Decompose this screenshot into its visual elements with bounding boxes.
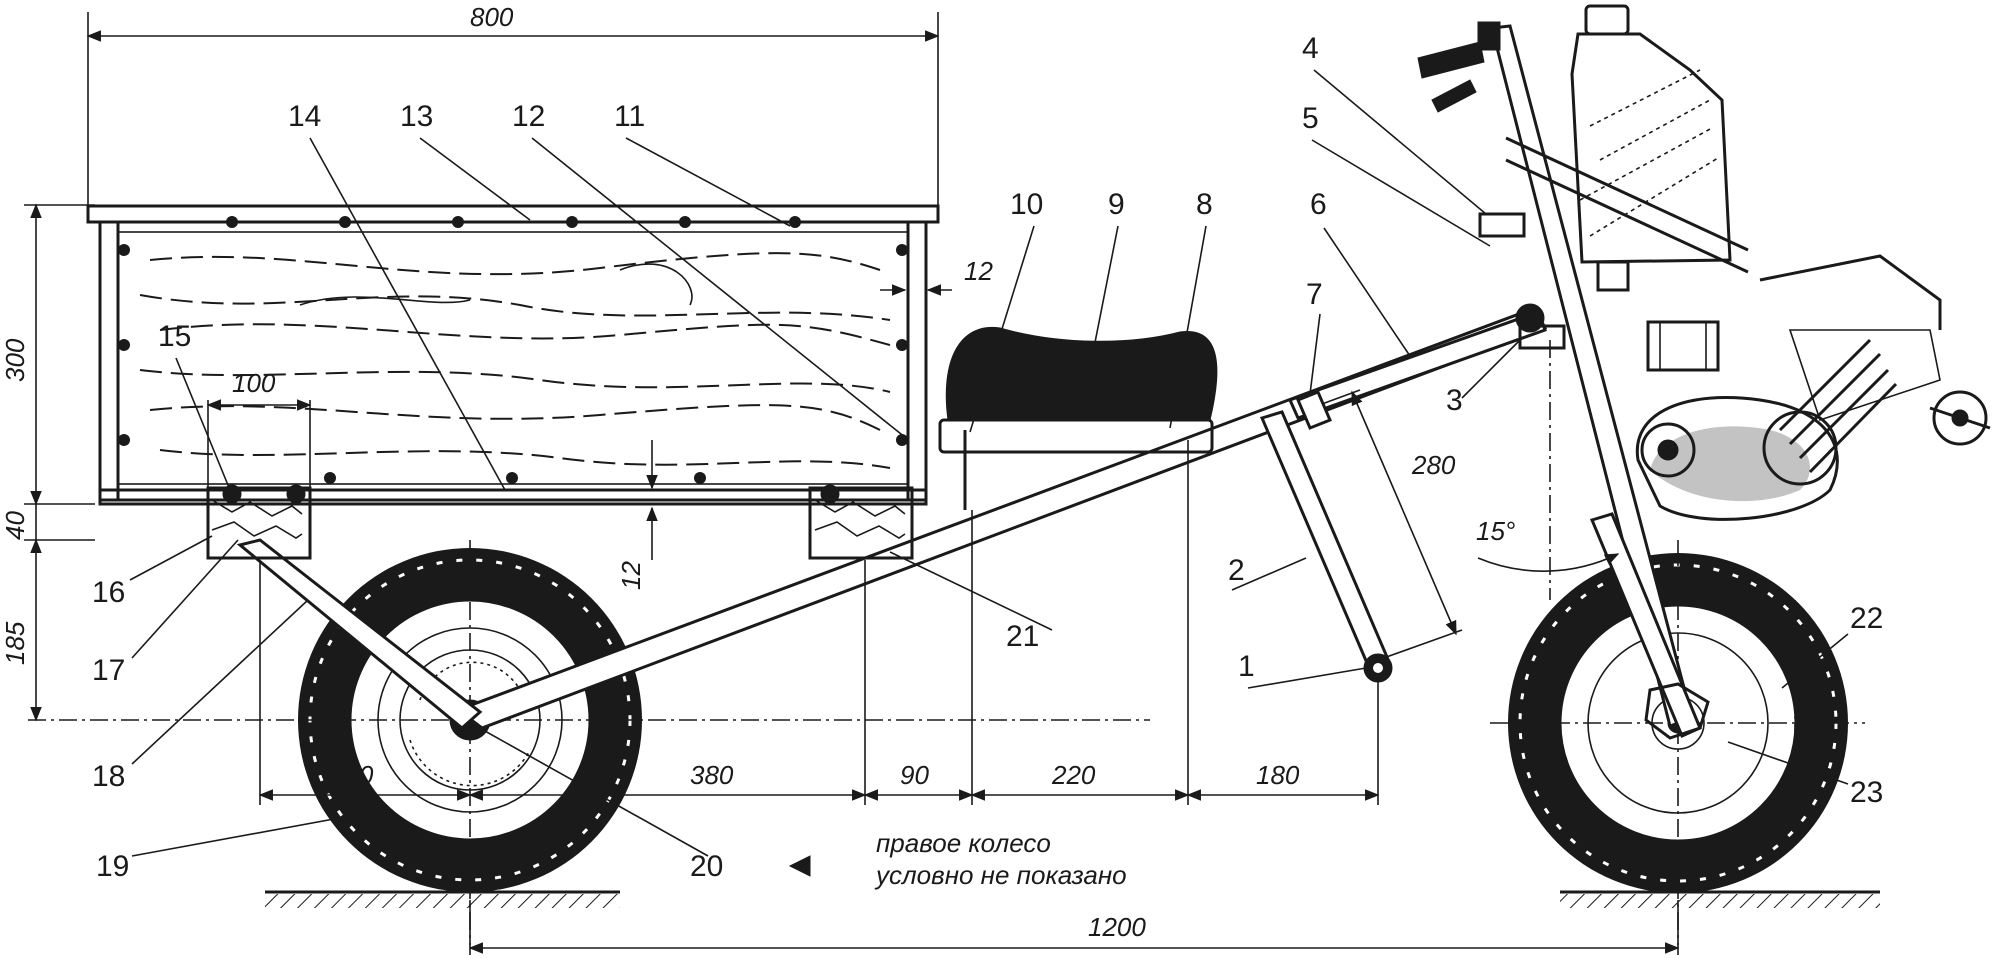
part-18: 18: [92, 760, 125, 793]
dim-floor-thickness: 12: [616, 561, 646, 590]
dim-wall-thickness: 12: [964, 256, 993, 286]
part-1: 1: [1238, 650, 1255, 683]
part-numbers: 1 2 3 4 5 6 7 8 9 10 11 12 13 14 15 16 1…: [92, 32, 1883, 883]
engine: [1635, 254, 1991, 521]
dim-labels: 800 300 40 185 12 12 100 280 15° 200 380…: [0, 2, 1515, 942]
part-11: 11: [614, 100, 645, 133]
dim-lines: [24, 12, 1680, 955]
part-15: 15: [158, 320, 191, 353]
box-mount-rear: [206, 484, 312, 560]
dim-clamp-width: 100: [232, 368, 276, 398]
cargo-box: [86, 204, 940, 506]
note-marker-icon: [788, 855, 811, 877]
wheel-note: правое колесо условно не показано: [788, 828, 1127, 890]
dim-seg-90: 90: [900, 760, 929, 790]
dim-wheelbase: 1200: [1088, 912, 1146, 942]
part-5: 5: [1302, 102, 1319, 135]
dim-gap-185: 185: [0, 621, 30, 665]
dim-box-length: 800: [470, 2, 514, 32]
part-22: 22: [1850, 602, 1883, 635]
part-2: 2: [1228, 554, 1245, 587]
part-6: 6: [1310, 188, 1327, 221]
dim-seg-180: 180: [1256, 760, 1300, 790]
part-8: 8: [1196, 188, 1213, 221]
front-fork: [1417, 21, 1710, 740]
fuel-tank: [1505, 4, 1749, 292]
part-7: 7: [1306, 278, 1323, 311]
part-14: 14: [288, 100, 321, 133]
part-20: 20: [690, 850, 723, 883]
part-23: 23: [1850, 776, 1883, 809]
part-9: 9: [1108, 188, 1125, 221]
dim-seg-220: 220: [1051, 760, 1096, 790]
part-12: 12: [512, 100, 545, 133]
part-4: 4: [1302, 32, 1319, 65]
ground-left: [265, 890, 620, 908]
part-3: 3: [1446, 384, 1463, 417]
ground-right: [1560, 890, 1880, 908]
note-line-1: правое колесо: [876, 828, 1051, 858]
part-10: 10: [1010, 188, 1043, 221]
part-16: 16: [92, 576, 125, 609]
part-17: 17: [92, 654, 125, 687]
part-19: 19: [96, 850, 129, 883]
dim-gap-40: 40: [0, 511, 30, 540]
dim-box-height: 300: [0, 338, 30, 382]
box-mount-front: [808, 484, 914, 560]
seat: [938, 326, 1218, 454]
part-21: 21: [1006, 620, 1039, 653]
dim-fork-angle: 15°: [1476, 516, 1515, 546]
dim-seg-200: 200: [329, 760, 374, 790]
note-line-2: условно не показано: [874, 860, 1127, 890]
part-leaders: [129, 69, 1849, 857]
part-13: 13: [400, 100, 433, 133]
dim-seg-380: 380: [690, 760, 734, 790]
dim-strut-length: 280: [1411, 450, 1456, 480]
